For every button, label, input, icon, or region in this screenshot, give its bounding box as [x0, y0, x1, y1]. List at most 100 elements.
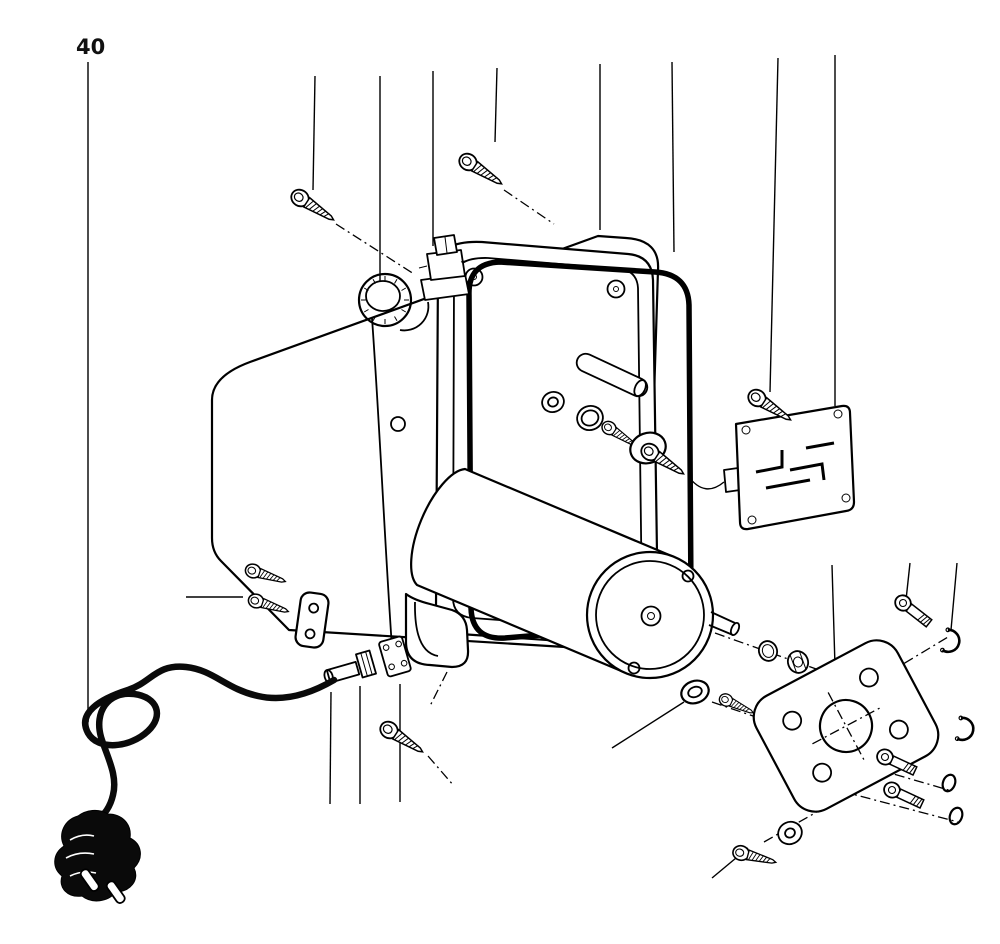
nut-facets [360, 651, 373, 677]
shaft-lines [708, 611, 736, 636]
gland-flange [378, 635, 412, 678]
hex-bolt-icon [891, 591, 935, 631]
foot-inner-line [414, 601, 439, 657]
nut-outer [786, 650, 810, 674]
circuit-board [687, 404, 856, 531]
board-hole [741, 425, 751, 435]
pin-end [633, 379, 647, 397]
washer [541, 390, 565, 414]
assembly-axis [335, 223, 415, 275]
o-ring [576, 404, 604, 432]
board-hole [747, 515, 757, 525]
leader-line [905, 562, 911, 601]
plate-hole [782, 710, 803, 731]
leader-line [611, 701, 685, 749]
o-ring-inner [580, 409, 600, 427]
knob-recess-arc [399, 301, 430, 332]
assembly-axis [711, 701, 757, 718]
terminal-bracket [294, 591, 330, 649]
grommet [680, 679, 710, 705]
assembly-axis [427, 755, 455, 787]
grommet-hole [687, 685, 703, 699]
shaft-end [729, 621, 741, 637]
control-knob [357, 272, 413, 328]
end-cap-rim [595, 560, 705, 670]
end-cap [941, 773, 957, 793]
corner-boss [606, 279, 626, 299]
mounting-plate [752, 639, 940, 813]
switch-detail [418, 236, 470, 269]
grommet-outer [680, 679, 710, 705]
power-cord-assembly [54, 62, 338, 904]
circlip-icon [953, 714, 977, 745]
screw-icon [730, 843, 779, 871]
power-plug [54, 809, 141, 904]
housing-edge [371, 317, 393, 649]
plug-pin [79, 868, 100, 892]
circuit-traces [755, 441, 835, 490]
o-ring-small [757, 640, 779, 662]
plate-outline [752, 639, 940, 813]
motor-hub [640, 605, 662, 627]
washer-outer [777, 820, 803, 846]
screw-icon [287, 185, 339, 228]
mounting-foot [404, 592, 470, 669]
washer-hole [547, 396, 559, 408]
figure-number-label: 40 [76, 35, 105, 59]
plate-hole [812, 762, 833, 783]
shaft-pin [575, 352, 649, 398]
board-outline [734, 404, 856, 531]
flange-hole [382, 644, 390, 651]
screw-icon [376, 717, 428, 760]
leader-line [312, 75, 316, 191]
o-ring-outer [757, 640, 779, 662]
bracket-hole [308, 602, 320, 614]
nut-facets [789, 651, 807, 673]
pin-body [575, 352, 649, 398]
flange-hole [400, 659, 408, 667]
plug-pin [105, 880, 126, 904]
washer-outer [541, 390, 565, 414]
housing-hole [390, 416, 406, 432]
leader-line [769, 57, 779, 393]
circlip-icon [938, 626, 964, 657]
leader-line [494, 67, 498, 143]
hex-bolt-icon [880, 778, 926, 812]
assembly-axis [429, 671, 448, 707]
center-hole-axes [812, 692, 880, 760]
power-switch [418, 234, 470, 301]
flange-hole [395, 640, 402, 648]
power-cord [82, 663, 338, 822]
screw-icon [455, 149, 507, 192]
motor-shaft [708, 611, 741, 637]
bracket-plate [294, 591, 330, 649]
motor [410, 467, 741, 680]
cap-screw [627, 661, 641, 675]
hub-center [647, 612, 655, 620]
board-hole [833, 409, 843, 419]
cable-gland [323, 635, 412, 684]
end-cap [948, 806, 964, 826]
knob-rim [357, 272, 413, 328]
o-ring-inner [761, 644, 775, 658]
flat-washer [777, 820, 803, 846]
board-hole [841, 493, 851, 503]
boss-hole [613, 286, 619, 292]
knob-ribs [361, 276, 409, 324]
knob-top [365, 280, 401, 312]
hex-nut [786, 650, 810, 674]
plate-hole [859, 667, 879, 688]
leader-line [329, 691, 332, 805]
leader-line [950, 562, 958, 631]
right-fasteners [730, 591, 977, 871]
screw-icon [716, 691, 757, 719]
flange-hole [388, 663, 395, 671]
connector-wire [687, 475, 725, 490]
cap-screw [681, 569, 695, 583]
plate-hole [888, 719, 909, 740]
leader-line [671, 61, 675, 253]
washer-hole [784, 827, 796, 839]
assembly-axis [503, 189, 555, 225]
